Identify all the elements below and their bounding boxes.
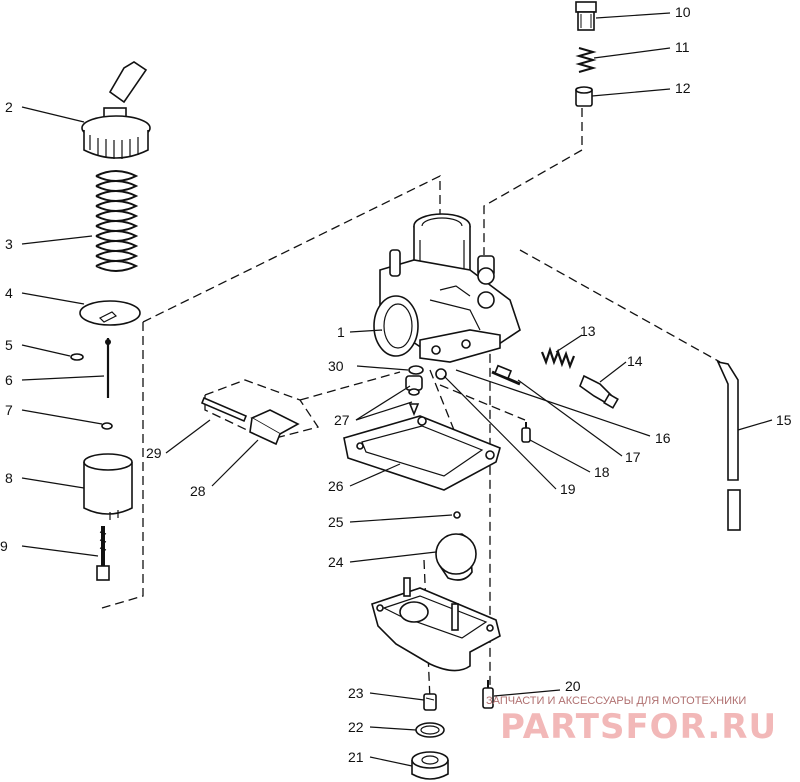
callout-28: 28 — [190, 483, 206, 499]
callout-14: 14 — [627, 353, 643, 369]
part-20-screw — [482, 680, 494, 709]
callout-7: 7 — [5, 402, 13, 418]
callout-24: 24 — [328, 554, 344, 570]
callout-12: 12 — [675, 80, 691, 96]
callout-3: 3 — [5, 236, 13, 252]
callout-numbers: 2 3 4 5 6 7 8 9 10 11 12 13 14 15 16 17 … — [0, 4, 792, 765]
callout-25: 25 — [328, 514, 344, 530]
callout-18: 18 — [594, 464, 610, 480]
part-12-nut — [575, 86, 593, 107]
part-13-spring — [540, 346, 576, 370]
part-30-washer — [408, 365, 424, 375]
watermark-tagline: ЗАПЧАСТИ И АКСЕССУАРЫ ДЛЯ МОТОТЕХНИКИ — [486, 695, 746, 707]
part-11-spring — [575, 47, 597, 73]
callout-leader-lines — [21, 12, 773, 767]
callout-2: 2 — [5, 99, 13, 115]
callout-27: 27 — [334, 412, 350, 428]
callout-30: 30 — [328, 358, 344, 374]
part-7-washer — [101, 422, 113, 430]
callout-20: 20 — [565, 678, 581, 694]
part-9-screw — [96, 526, 110, 581]
callout-4: 4 — [5, 285, 13, 301]
callout-1: 1 — [337, 324, 345, 340]
callout-26: 26 — [328, 478, 344, 494]
part-24-float — [435, 533, 477, 581]
part-18-jet — [521, 422, 531, 443]
callout-11: 11 — [675, 39, 690, 55]
part-23-jet — [423, 693, 437, 711]
callout-13: 13 — [580, 323, 596, 339]
callout-23: 23 — [348, 685, 364, 701]
callout-15: 15 — [776, 412, 792, 428]
part-16-jet — [491, 364, 521, 386]
part-2-cap — [81, 61, 151, 159]
part-27-jet — [405, 375, 423, 417]
callout-6: 6 — [5, 372, 13, 388]
part-14-screw — [579, 374, 619, 409]
callout-5: 5 — [5, 337, 13, 353]
part-3-spring — [95, 170, 139, 272]
part-17-jet — [435, 368, 447, 380]
part-8-throttle-valve — [83, 453, 133, 520]
part-28-lever — [249, 409, 300, 446]
callout-22: 22 — [348, 719, 364, 735]
callout-17: 17 — [625, 449, 641, 465]
part-29-pin — [200, 396, 248, 423]
float-bowl — [371, 577, 501, 672]
callout-16: 16 — [655, 430, 671, 446]
part-25-pin — [453, 511, 461, 519]
part-5-clip — [70, 353, 84, 361]
callout-21: 21 — [348, 749, 364, 765]
part-6-needle — [105, 338, 111, 398]
callout-10: 10 — [675, 4, 691, 20]
part-10-fitting — [575, 1, 597, 31]
part-26-gasket — [343, 415, 501, 491]
watermark: ЗАПЧАСТИ И АКСЕССУАРЫ ДЛЯ МОТОТЕХНИКИ PA… — [486, 695, 777, 747]
callout-9: 9 — [0, 538, 8, 554]
callout-19: 19 — [560, 481, 576, 497]
part-1-carburetor-body — [373, 213, 521, 363]
watermark-logo: PARTSFOR.RU — [500, 707, 777, 747]
callout-8: 8 — [5, 470, 13, 486]
part-15-tube — [716, 360, 741, 531]
callout-29: 29 — [146, 445, 162, 461]
part-21-plug — [411, 751, 449, 780]
part-22-o-ring — [415, 722, 445, 738]
part-4-plate — [79, 300, 141, 326]
